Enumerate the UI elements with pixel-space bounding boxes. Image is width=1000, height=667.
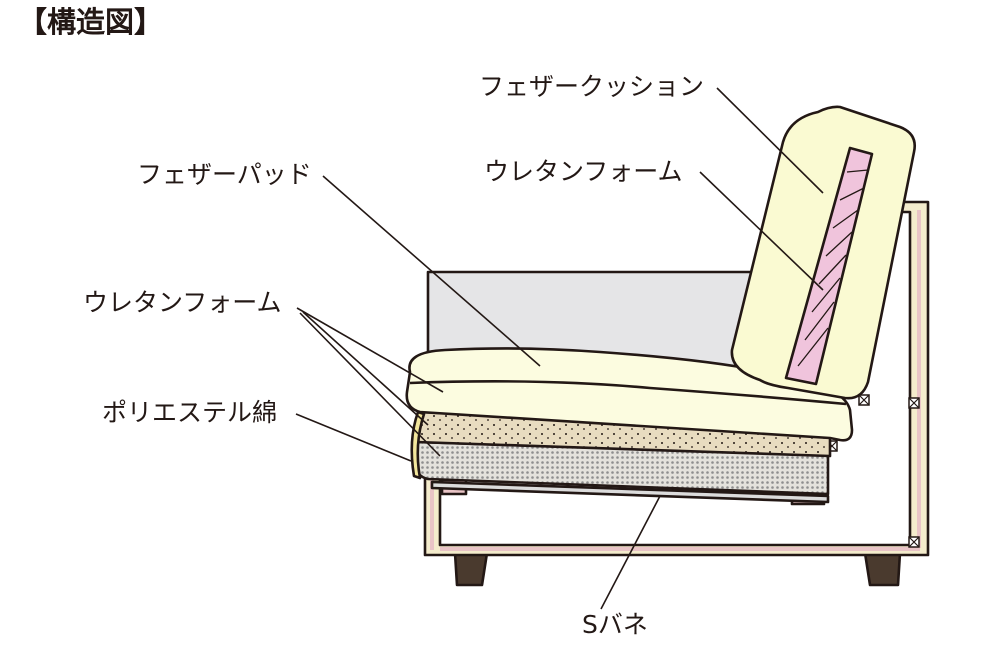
leader-lines: [295, 87, 824, 610]
label-s-spring: Sバネ: [582, 610, 648, 639]
sofa-legs: [453, 551, 902, 587]
label-feather-cushion: フェザークッション: [479, 72, 704, 101]
leader-urethane-seat-1: [296, 307, 444, 393]
leader-feather-pad: [322, 175, 541, 367]
leader-polyester: [295, 413, 412, 462]
seat-front-wrap: [410, 410, 426, 480]
label-urethane-back: ウレタンフォーム: [484, 157, 683, 186]
leader-urethane-seat-3: [299, 312, 441, 457]
leader-urethane-seat-2: [302, 311, 429, 426]
leader-urethane-back: [699, 171, 824, 291]
back-urethane-insert: [784, 146, 874, 386]
label-urethane-seat: ウレタンフォーム: [83, 288, 282, 317]
diagram-title: 【構造図】: [18, 5, 163, 39]
label-feather-pad: フェザーパッド: [137, 160, 312, 189]
leader-s-spring: [600, 495, 661, 610]
label-polyester: ポリエステル綿: [102, 398, 277, 427]
leader-feather-cushion: [716, 87, 824, 194]
s-spring: [430, 478, 830, 506]
